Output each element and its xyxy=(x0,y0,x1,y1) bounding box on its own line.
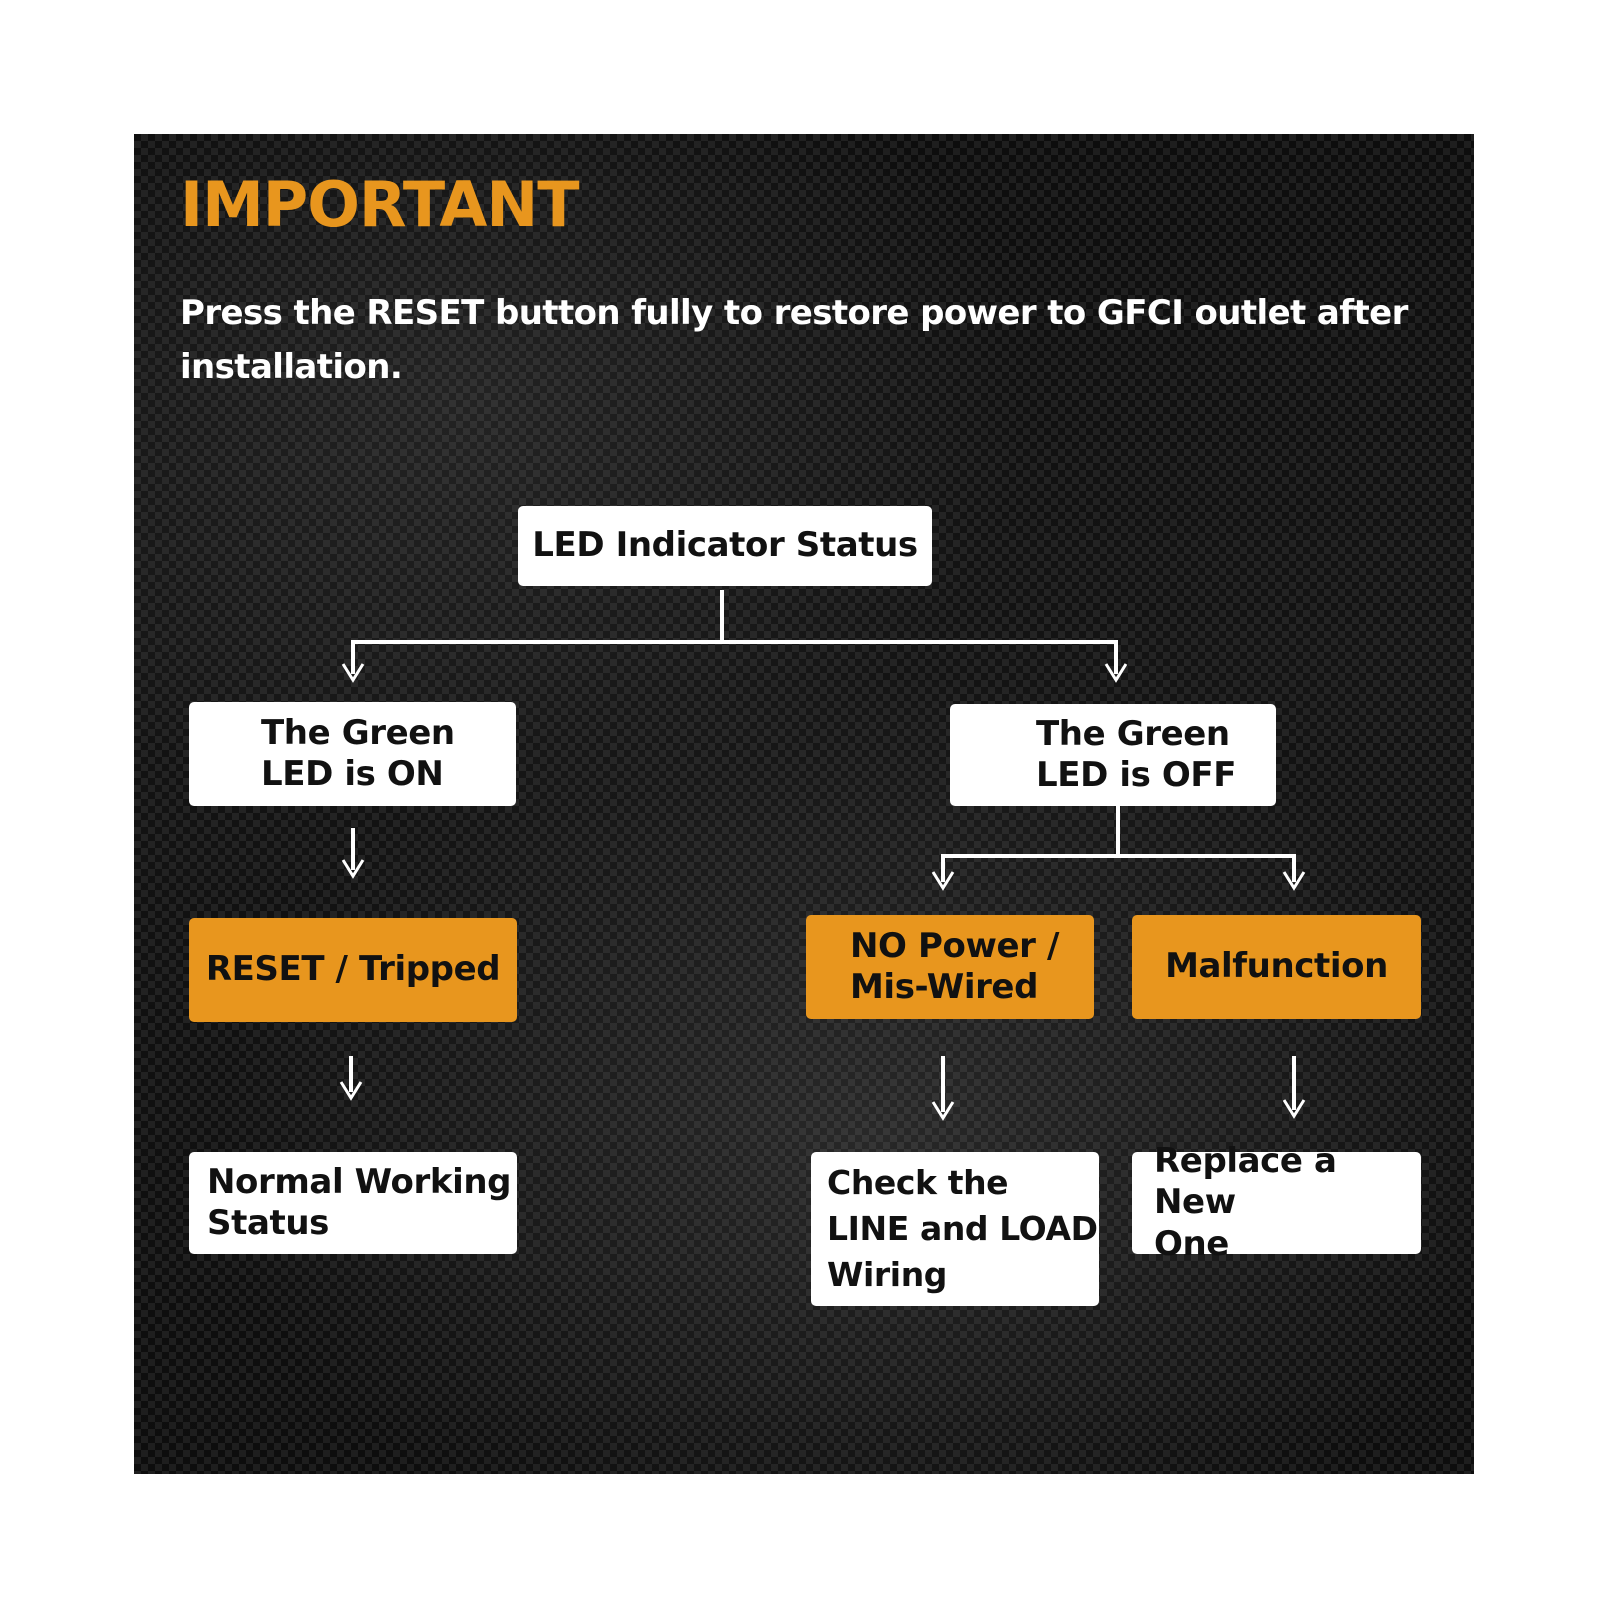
arrow-head-green-on xyxy=(341,663,365,683)
important-heading: IMPORTANT xyxy=(180,168,580,241)
node-check-line-load-wiring-label: Check the LINE and LOAD Wiring xyxy=(827,1162,1098,1295)
node-green-led-on: The Green LED is ON xyxy=(189,702,516,806)
arrow-head-malfunction xyxy=(1282,871,1306,891)
node-malfunction-label: Malfunction xyxy=(1165,946,1388,987)
arrow-head-no-power xyxy=(931,871,955,891)
arrow-head-normal xyxy=(339,1081,363,1101)
arrow-head-reset xyxy=(341,859,365,879)
node-green-led-on-label: The Green LED is ON xyxy=(261,712,455,794)
node-green-led-off-label: The Green LED is OFF xyxy=(1036,713,1237,795)
arrow-head-replace xyxy=(1282,1099,1306,1119)
node-replace-new-one: Replace a New One xyxy=(1132,1141,1421,1264)
node-reset-tripped-label: RESET / Tripped xyxy=(205,949,501,990)
node-normal-working-status: Normal Working Status xyxy=(189,1152,517,1254)
node-no-power-mis-wired: NO Power / Mis-Wired xyxy=(806,915,1094,1019)
node-led-indicator-status: LED Indicator Status xyxy=(518,506,932,586)
node-check-line-load-wiring: Check the LINE and LOAD Wiring xyxy=(811,1152,1099,1306)
node-malfunction: Malfunction xyxy=(1132,915,1421,1019)
reset-instruction: Press the RESET button fully to restore … xyxy=(180,293,1408,387)
arrow-head-check xyxy=(931,1101,955,1121)
node-reset-tripped: RESET / Tripped xyxy=(189,918,517,1022)
node-green-led-off: The Green LED is OFF xyxy=(950,704,1276,806)
instruction-panel: IMPORTANT Press the RESET button fully t… xyxy=(134,134,1474,1474)
arrow-head-green-off xyxy=(1104,663,1128,683)
node-led-indicator-status-label: LED Indicator Status xyxy=(532,525,918,566)
node-normal-working-status-label: Normal Working Status xyxy=(207,1161,512,1243)
node-replace-new-one-label: Replace a New One xyxy=(1154,1140,1337,1264)
node-no-power-mis-wired-label: NO Power / Mis-Wired xyxy=(850,925,1059,1007)
